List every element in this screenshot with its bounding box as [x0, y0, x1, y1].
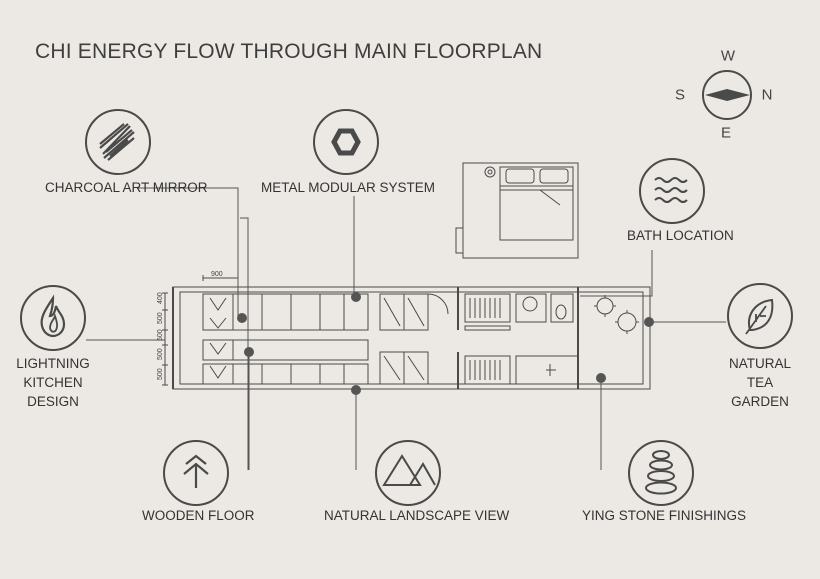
tree-icon	[163, 440, 229, 506]
flame-icon	[20, 285, 86, 351]
main-floorplan	[162, 275, 651, 390]
waves-icon	[639, 158, 705, 224]
compass-west-label: W	[720, 47, 736, 65]
bedroom-plan	[455, 162, 579, 259]
dim-5: 500	[157, 368, 164, 380]
leaf-icon	[727, 283, 793, 349]
stones-icon	[628, 440, 694, 506]
page-title: CHI ENERGY FLOW THROUGH MAIN FLOORPLAN	[35, 40, 543, 63]
label-lightning-kitchen-design: LIGHTNING KITCHEN DESIGN	[16, 356, 90, 409]
label-natural-landscape-view: NATURAL LANDSCAPE VIEW	[324, 508, 510, 523]
label-metal-modular-system: METAL MODULAR SYSTEM	[261, 180, 436, 195]
dim-2: 500	[157, 312, 164, 324]
dim-4: 500	[157, 348, 164, 360]
compass-north-label: N	[761, 86, 773, 104]
scribble-icon	[85, 109, 151, 175]
compass-south-label: S	[674, 86, 686, 104]
dim-3: 500	[157, 329, 164, 341]
label-wooden-floor: WOODEN FLOOR	[142, 508, 255, 523]
mountains-icon	[375, 440, 441, 506]
hexagon-icon	[313, 109, 379, 175]
label-bath-location: BATH LOCATION	[627, 228, 734, 243]
label-ying-stone-finishings: YING STONE FINISHINGS	[582, 508, 747, 523]
dim-1: 400	[157, 292, 164, 304]
label-charcoal-art-mirror: CHARCOAL ART MIRROR	[45, 180, 208, 195]
label-natural-tea-garden: NATURAL TEA GARDEN	[728, 356, 791, 409]
flow-points	[237, 292, 654, 395]
compass-icon	[702, 70, 752, 120]
compass-east-label: E	[720, 124, 732, 142]
dim-top: 900	[211, 271, 223, 278]
leader-lines	[86, 187, 726, 470]
